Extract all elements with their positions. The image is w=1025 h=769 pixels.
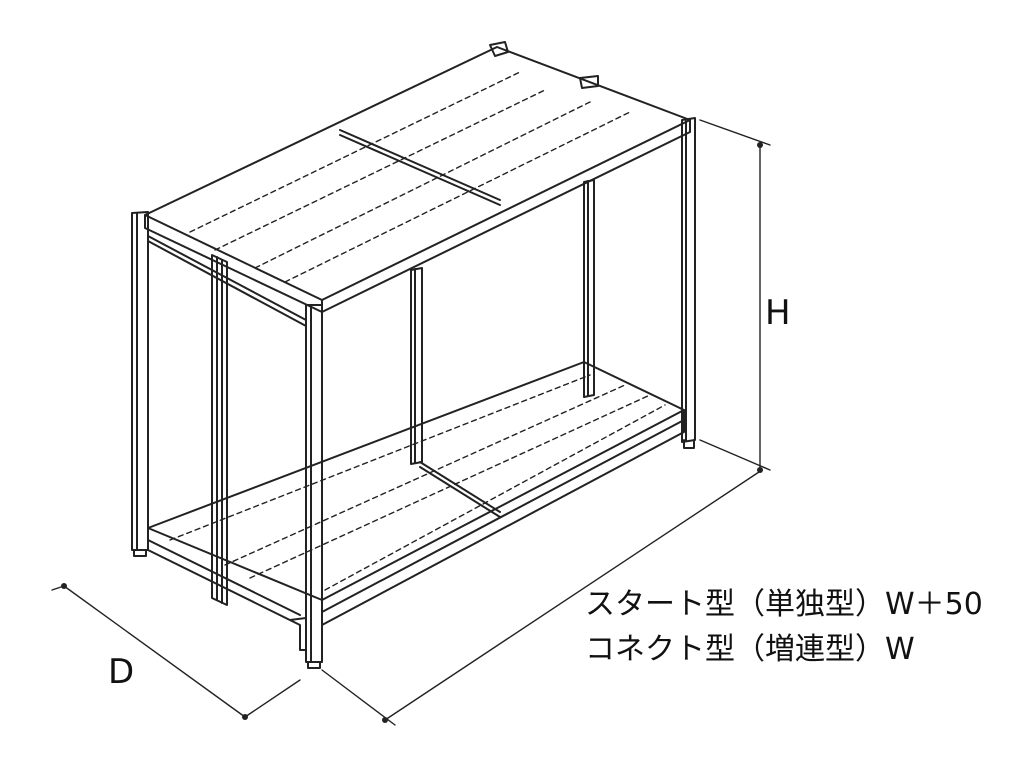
post-back-middle (410, 267, 423, 465)
post-back-right (583, 179, 595, 398)
width-connect-label: コネクト型（増連型）W (585, 632, 915, 667)
width-start-label: スタート型（単独型）W＋50 (585, 587, 983, 622)
post-middle-left (211, 254, 228, 606)
dimension-w (321, 469, 763, 726)
height-label: H (765, 293, 791, 333)
post-back-left (131, 211, 149, 557)
bottom-shelf (147, 361, 685, 651)
dimension-h (699, 119, 771, 471)
post-front-left (305, 304, 323, 669)
depth-label: D (108, 652, 135, 692)
post-front-right (681, 117, 696, 449)
